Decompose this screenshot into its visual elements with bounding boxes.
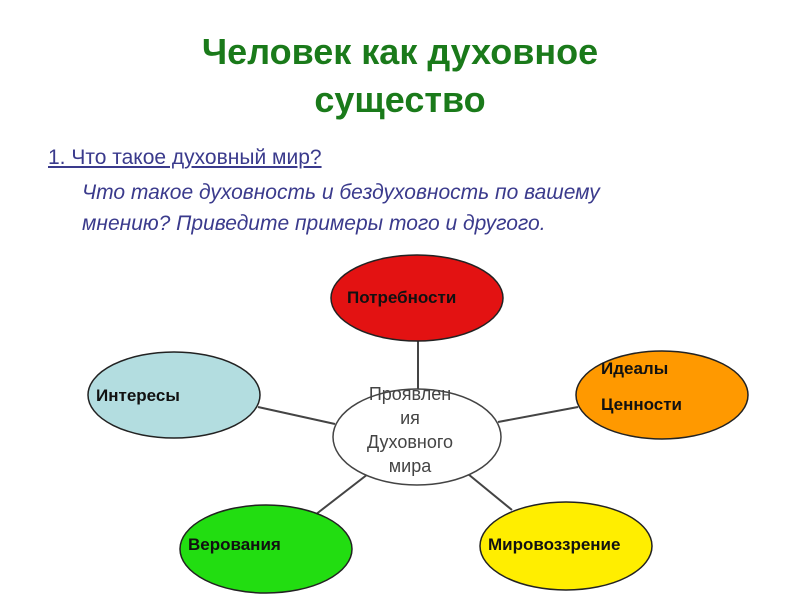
question-body: Что такое духовность и бездуховность по … [82, 177, 762, 239]
connector-worldview [467, 473, 513, 511]
node-beliefs [179, 504, 353, 594]
node-ideals-label1: Идеалы [601, 359, 669, 378]
slide-title-line2: существо [314, 79, 486, 120]
node-needs [330, 254, 504, 342]
node-needs-label: Потребности [347, 288, 457, 307]
node-worldview-label: Мировоззрение [488, 535, 621, 554]
center-node [332, 388, 502, 486]
connector-ideals [497, 406, 579, 423]
question-line1: Что такое духовность и бездуховность по … [82, 181, 600, 204]
node-interests-label: Интересы [96, 386, 180, 405]
center-label-line1: Проявлен [368, 384, 452, 404]
slide-title: Человек как духовное существо [0, 28, 800, 124]
node-beliefs-label: Верования [188, 535, 281, 554]
center-label-line3: Духовного [366, 432, 454, 452]
slide-title-line1: Человек как духовное [201, 31, 599, 72]
connector-beliefs [314, 473, 369, 516]
node-interests [87, 351, 261, 439]
center-label-line4: мира [388, 456, 432, 476]
question-line2: мнению? Приведите примеры того и другого… [82, 212, 546, 235]
question-heading: 1. Что такое духовный мир? [48, 146, 322, 169]
node-ideals [575, 350, 749, 440]
center-label-line2: ия [400, 408, 420, 428]
connector-interests [257, 406, 336, 425]
node-worldview [479, 501, 653, 591]
node-ideals-label2: Ценности [601, 395, 683, 414]
center-label: Проявлен ия Духовного мира [340, 382, 480, 478]
